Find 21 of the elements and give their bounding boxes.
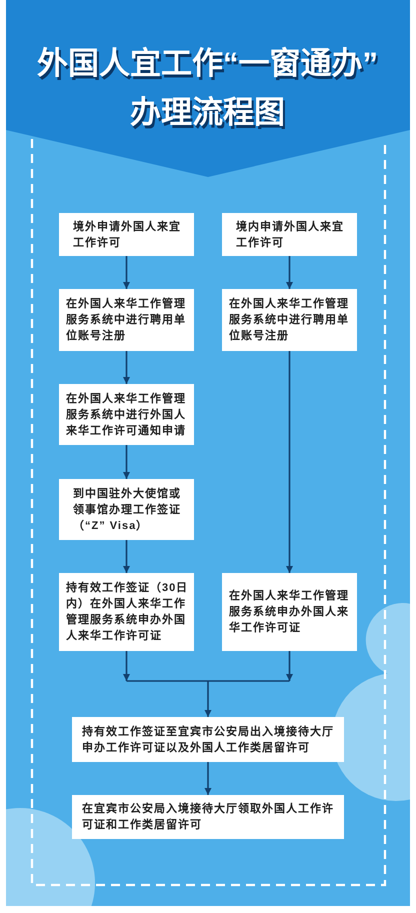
process-box: 在宜宾市公安局入境接待大厅领取外国人工作许可证和工作类居留许可 (72, 795, 344, 839)
process-box: 在外国人来华工作管理服务系统中进行聘用单位账号注册 (222, 289, 357, 351)
arrow (204, 762, 212, 795)
arrow (286, 651, 293, 681)
arrow (123, 540, 130, 573)
arrow (286, 351, 293, 573)
process-box: 持有效工作签证至宜宾市公安局出入境接待大厅申办工作许可证以及外国人工作类居留许可 (72, 717, 344, 762)
title: 外国人宜工作“一窗通办”办理流程图 (36, 45, 379, 132)
process-box: 持有效工作签证（30日内）在外国人来华工作管理服务系统申办外国人来华工作许可证 (59, 573, 194, 651)
arrow (286, 256, 293, 289)
process-box: 在外国人来华工作管理服务系统申办外国人来华工作许可证 (222, 573, 357, 651)
arrow (123, 445, 130, 479)
process-box: 境外申请外国人来宜工作许可 (59, 213, 194, 256)
arrow (126, 680, 290, 718)
arrow (123, 256, 130, 289)
arrow (123, 351, 130, 384)
process-box: 在外国人来华工作管理服务系统中进行聘用单位账号注册 (59, 289, 194, 351)
arrow (123, 651, 130, 681)
process-box: 在外国人来华工作管理服务系统中进行外国人来华工作许可通知申请 (59, 384, 194, 445)
process-box: 到中国驻外大使馆或领事馆办理工作签证（“Z” Visa） (59, 479, 194, 540)
process-box: 境内申请外国人来宜工作许可 (222, 213, 357, 256)
